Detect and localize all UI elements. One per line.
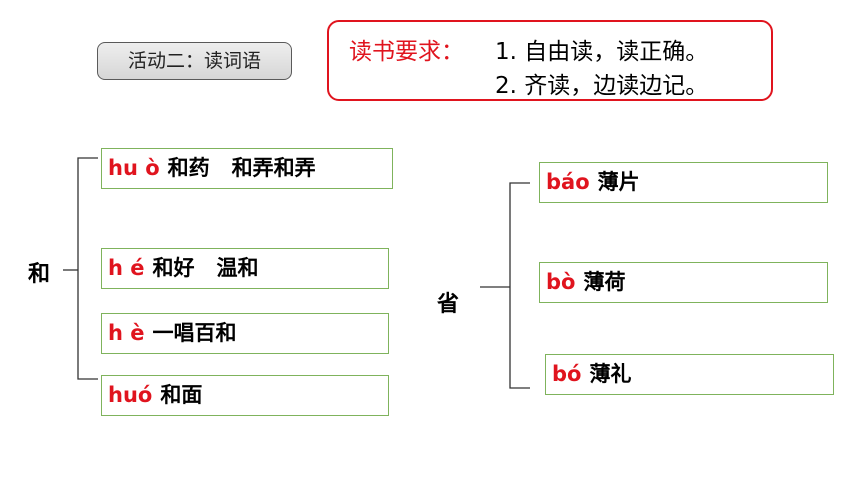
words: 和面: [160, 383, 203, 407]
words: 和好 温和: [152, 256, 259, 280]
words: 薄荷: [583, 270, 626, 294]
words: 薄片: [597, 170, 640, 194]
reading-requirements: 读书要求： 1. 自由读，读正确。 2. 齐读，边读边记。: [327, 20, 773, 101]
requirements-label: 读书要求：: [349, 39, 464, 65]
activity-title: 活动二：读词语: [97, 42, 292, 80]
pinyin: huó: [108, 383, 153, 407]
pinyin: h é: [108, 256, 145, 280]
word-box: báo 薄片: [539, 162, 828, 203]
words: 薄礼: [589, 362, 632, 386]
pinyin: bó: [552, 362, 582, 386]
requirement-line-2: 2. 齐读，边读边记。: [495, 73, 709, 99]
word-box: h é 和好 温和: [101, 248, 389, 289]
word-box: h è 一唱百和: [101, 313, 389, 354]
pinyin: bò: [546, 270, 576, 294]
word-box: bò 薄荷: [539, 262, 828, 303]
words: 一唱百和: [152, 321, 237, 345]
pinyin: h è: [108, 321, 145, 345]
word-box: huó 和面: [101, 375, 389, 416]
word-box: hu ò 和药 和弄和弄: [101, 148, 393, 189]
right-bracket: [509, 182, 530, 389]
pinyin: báo: [546, 170, 590, 194]
word-box: bó 薄礼: [545, 354, 834, 395]
pinyin: hu ò: [108, 156, 160, 180]
requirement-line-1: 1. 自由读，读正确。: [495, 39, 709, 65]
words: 和药 和弄和弄: [167, 156, 316, 180]
left-bracket: [77, 157, 98, 380]
character-sheng: 省: [437, 292, 460, 317]
character-he: 和: [28, 262, 51, 287]
